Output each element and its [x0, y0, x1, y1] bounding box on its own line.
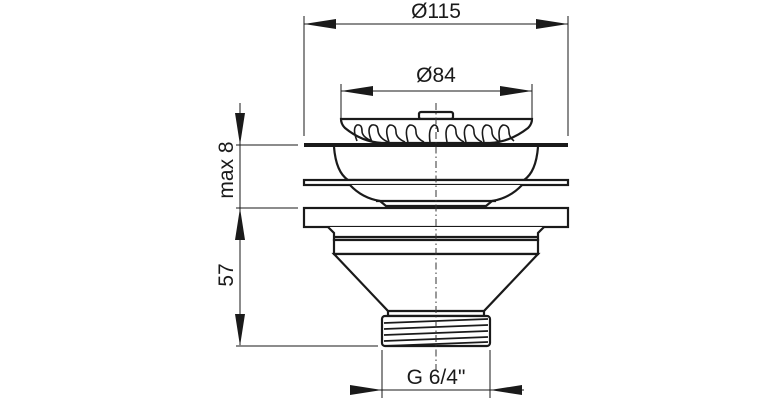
- dimension-thread: G 6/4": [350, 350, 524, 398]
- arrow-right-icon: [350, 385, 382, 395]
- clamp-nut-ring: [302, 206, 570, 256]
- arrow-right-icon: [500, 86, 532, 96]
- dimension-outer-diameter: Ø115: [303, 0, 569, 136]
- arrow-left-icon: [341, 86, 373, 96]
- outer-diameter-label: Ø115: [411, 0, 461, 23]
- arrow-right-icon: [536, 19, 568, 29]
- arrow-left-icon: [490, 385, 522, 395]
- arrow-up-icon: [235, 208, 245, 240]
- arrow-down-icon: [235, 113, 245, 145]
- arrow-down-icon: [235, 314, 245, 346]
- thread-label: G 6/4": [407, 366, 466, 389]
- basket-diameter-label: Ø84: [416, 64, 456, 87]
- flange-thickness-label: max 8: [215, 141, 238, 198]
- body-height-label: 57: [215, 263, 238, 286]
- dimension-vertical: max 8 57: [215, 103, 378, 347]
- arrow-left-icon: [304, 19, 336, 29]
- dimension-basket-diameter: Ø84: [340, 64, 533, 118]
